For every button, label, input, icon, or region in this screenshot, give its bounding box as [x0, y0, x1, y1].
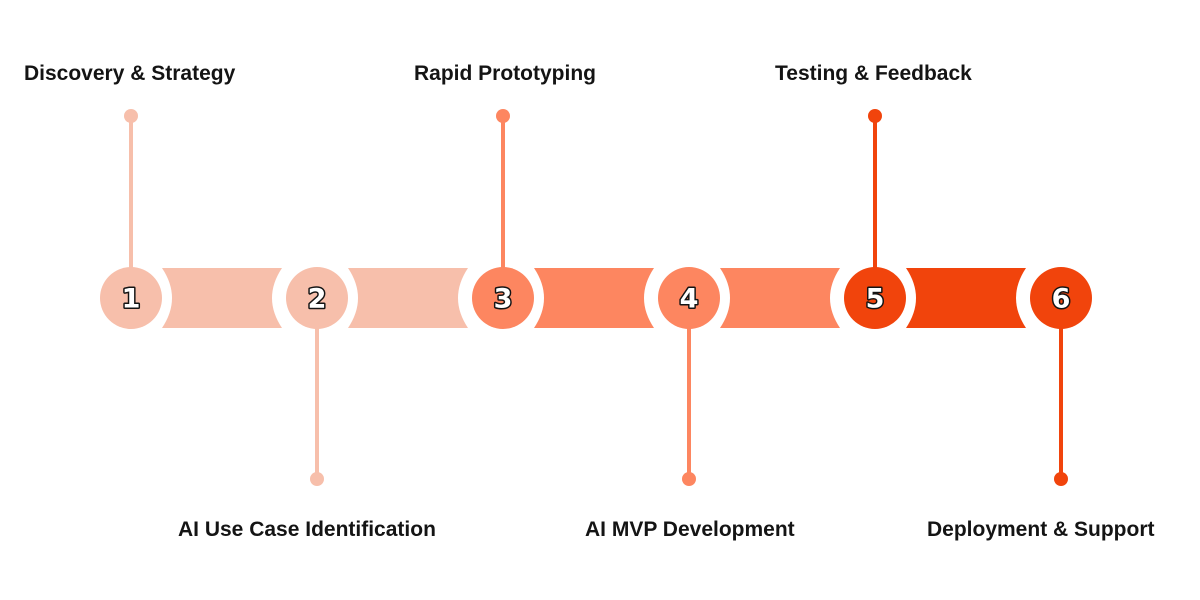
step-4-number: 4 — [680, 284, 699, 315]
step-6-dot — [1054, 472, 1068, 486]
step-1-circle — [100, 267, 162, 329]
step-2-circle — [286, 267, 348, 329]
connector-band-3-4 — [534, 268, 654, 328]
step-4-dot — [682, 472, 696, 486]
connector-band-1-2 — [162, 268, 282, 328]
step-5-marker: 5 — [844, 267, 906, 329]
connector-band-4-5 — [720, 268, 840, 328]
step-6-number: 6 — [1052, 284, 1071, 315]
step-circles: 1 2 3 4 5 6 — [100, 267, 1092, 329]
step-6-circle — [1030, 267, 1092, 329]
step-4-circle — [658, 267, 720, 329]
connector-band-2-3 — [348, 268, 468, 328]
step-5-circle — [844, 267, 906, 329]
step-2-number: 2 — [308, 284, 327, 315]
step-1-marker: 1 — [100, 267, 162, 329]
step-5-dot — [868, 109, 882, 123]
step-6-label: Deployment & Support — [927, 518, 1155, 541]
step-3-circle — [472, 267, 534, 329]
step-1-label: Discovery & Strategy — [24, 62, 236, 85]
connector-bands — [162, 268, 1026, 328]
step-4-marker: 4 — [658, 267, 720, 329]
step-3-dot — [496, 109, 510, 123]
step-4-label: AI MVP Development — [585, 518, 795, 541]
step-1-dot — [124, 109, 138, 123]
connector-band-5-6 — [906, 268, 1026, 328]
step-2-label: AI Use Case Identification — [178, 518, 436, 541]
step-2-dot — [310, 472, 324, 486]
step-5-number: 5 — [866, 284, 885, 315]
step-5-label: Testing & Feedback — [775, 62, 972, 85]
step-6-marker: 6 — [1030, 267, 1092, 329]
step-3-number: 3 — [494, 284, 513, 315]
step-2-marker: 2 — [286, 267, 348, 329]
step-1-number: 1 — [122, 284, 141, 315]
step-3-label: Rapid Prototyping — [414, 62, 596, 85]
step-3-marker: 3 — [472, 267, 534, 329]
